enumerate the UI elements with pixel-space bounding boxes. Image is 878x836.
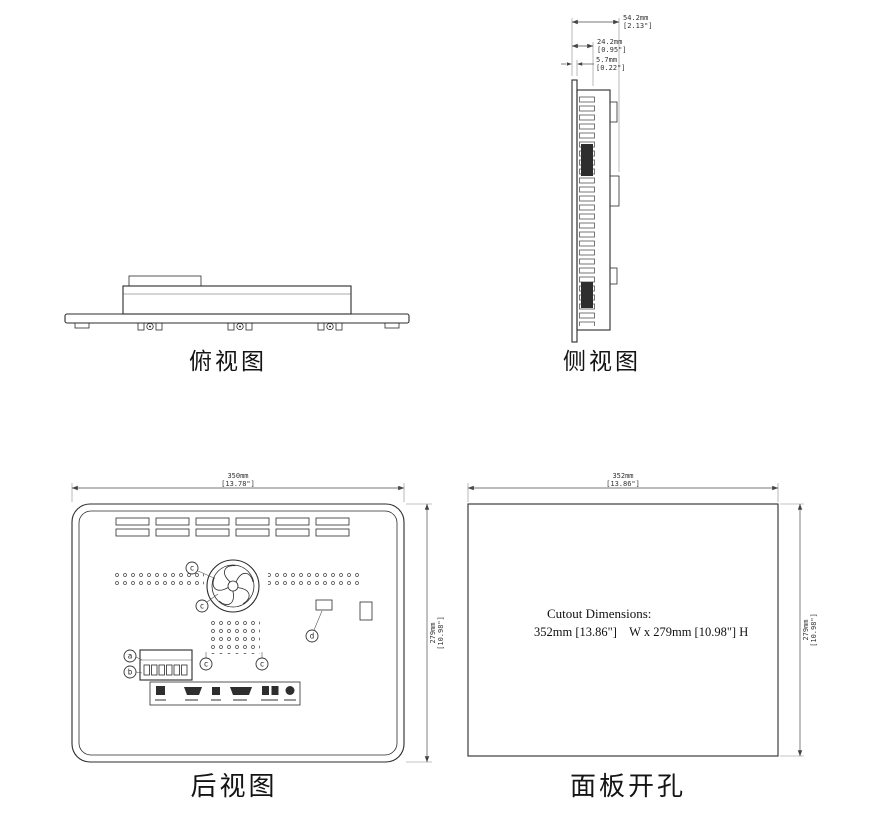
cutout-width-mm: 352mm (612, 472, 633, 480)
rear-enclosure (71, 503, 405, 763)
rear-width-in: [13.78"] (221, 480, 255, 488)
side-view-label: 侧视图 (563, 349, 641, 375)
top-view (64, 275, 410, 331)
svg-text:c: c (190, 564, 195, 573)
cutout-view: Cutout Dimensions: 352mm [13.86"] W x 27… (467, 472, 818, 757)
right-side-features (315, 599, 373, 621)
callout-c-bottom-left: c (199, 657, 213, 671)
lan-port (212, 687, 220, 695)
svg-text:b: b (128, 668, 133, 677)
cutout-view-label: 面板开孔 (569, 772, 686, 802)
cutout-height-mm: 279mm (802, 619, 810, 640)
perforation-right (268, 572, 360, 588)
svg-text:c: c (204, 660, 209, 669)
svg-text:c: c (200, 602, 205, 611)
mount-clamp-3 (317, 322, 343, 331)
svg-text:d: d (310, 632, 315, 641)
callout-c-bottom-right: c (255, 657, 269, 671)
vent-slots (115, 517, 350, 537)
cutout-text-line1: Cutout Dimensions: (547, 606, 651, 621)
fan (206, 559, 260, 613)
dim-mid-in: [0.95"] (597, 46, 627, 54)
foot-right (384, 322, 400, 329)
rear-view: c c a b c c d 350mm [13.78"] (71, 472, 445, 763)
mount-clamp-2 (227, 322, 253, 331)
rear-dimensions: 350mm [13.78"] 279mm [10.98"] (71, 472, 445, 763)
foot-left (74, 322, 90, 329)
cutout-height-in: [10.98"] (810, 613, 818, 647)
rear-boss-bottom (609, 267, 618, 285)
callout-b: b (123, 665, 137, 679)
side-view: 54.2mm [2.13"] 24.2mm [0.95"] 5.7mm [0.2… (561, 14, 653, 343)
audio-jack (285, 686, 295, 695)
bezel-outline (71, 503, 405, 763)
callout-d: d (305, 629, 319, 643)
chassis-edge (576, 89, 611, 331)
chassis-body (122, 285, 352, 315)
dim-total-mm: 54.2mm (623, 14, 648, 22)
bezel-edge (571, 79, 578, 343)
side-profile (571, 79, 620, 343)
rear-boss-top (609, 101, 618, 123)
label-sticker-upper (581, 144, 593, 176)
mount-clip (609, 175, 620, 207)
rear-height-in: [10.98"] (437, 616, 445, 650)
usb-port-2 (271, 686, 279, 695)
usb-port-1 (262, 686, 269, 695)
dim-bezel-mm: 5.7mm (596, 56, 617, 64)
side-dimensions: 54.2mm [2.13"] 24.2mm [0.95"] 5.7mm [0.2… (561, 14, 653, 172)
callouts: c c a b c c d (123, 561, 323, 679)
top-view-drawing (64, 275, 410, 331)
cutout-dimensions: 352mm [13.86"] 279mm [10.98"] (467, 472, 818, 757)
side-tab (359, 601, 373, 621)
dc-jack (156, 686, 165, 695)
power-switch (315, 599, 333, 611)
bezel-bar (64, 313, 410, 324)
callout-c-fan: c (185, 561, 199, 575)
rear-height-mm: 279mm (429, 622, 437, 643)
top-view-label: 俯视图 (189, 349, 267, 375)
rear-width-mm: 350mm (227, 472, 248, 480)
svg-text:c: c (260, 660, 265, 669)
vga-port (230, 687, 252, 695)
cutout-text-line2: 352mm [13.86"] W x 279mm [10.98"] H (534, 625, 748, 639)
io-connector-row (149, 681, 301, 706)
dim-mid-mm: 24.2mm (597, 38, 622, 46)
svg-text:a: a (128, 652, 133, 661)
chassis-step (128, 275, 202, 287)
terminal-block (139, 649, 193, 681)
mount-clamp-1 (137, 322, 163, 331)
label-sticker-lower (581, 282, 593, 308)
callout-c-mid: c (195, 599, 209, 613)
rear-view-label: 后视图 (190, 772, 278, 802)
dim-bezel-in: [0.22"] (596, 64, 626, 72)
cutout-width-in: [13.86"] (606, 480, 640, 488)
perforation-left (114, 572, 204, 588)
cutout-rect (467, 503, 779, 757)
dim-total-in: [2.13"] (623, 22, 653, 30)
speaker-grille (208, 618, 260, 654)
serial-port (184, 687, 202, 695)
callout-a: a (123, 649, 137, 663)
back-cover-outline (78, 510, 398, 756)
